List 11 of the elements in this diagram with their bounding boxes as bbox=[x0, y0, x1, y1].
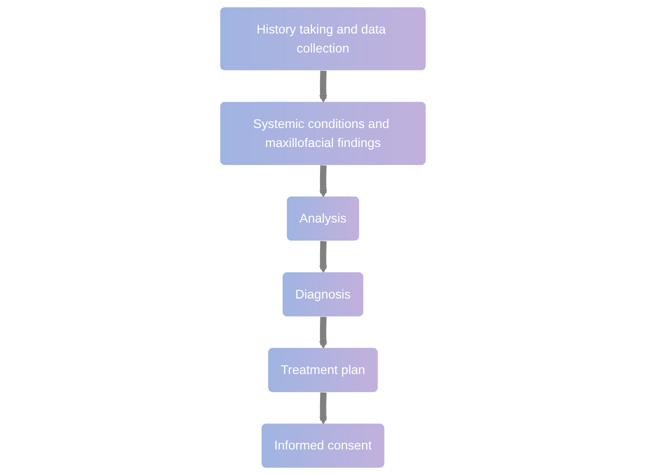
arrow bbox=[319, 70, 328, 103]
node-box: Analysis bbox=[286, 196, 360, 241]
node-box: Diagnosis bbox=[282, 272, 364, 316]
arrow bbox=[319, 392, 328, 424]
arrow bbox=[319, 240, 328, 273]
node-box: Systemic conditions and maxillofacial findings bbox=[220, 102, 426, 165]
node-box: Treatment plan bbox=[268, 348, 378, 392]
arrow bbox=[319, 164, 328, 198]
node-box: History taking and data collection bbox=[220, 7, 426, 70]
arrow bbox=[319, 316, 328, 349]
node-box: Informed consent bbox=[262, 424, 384, 468]
